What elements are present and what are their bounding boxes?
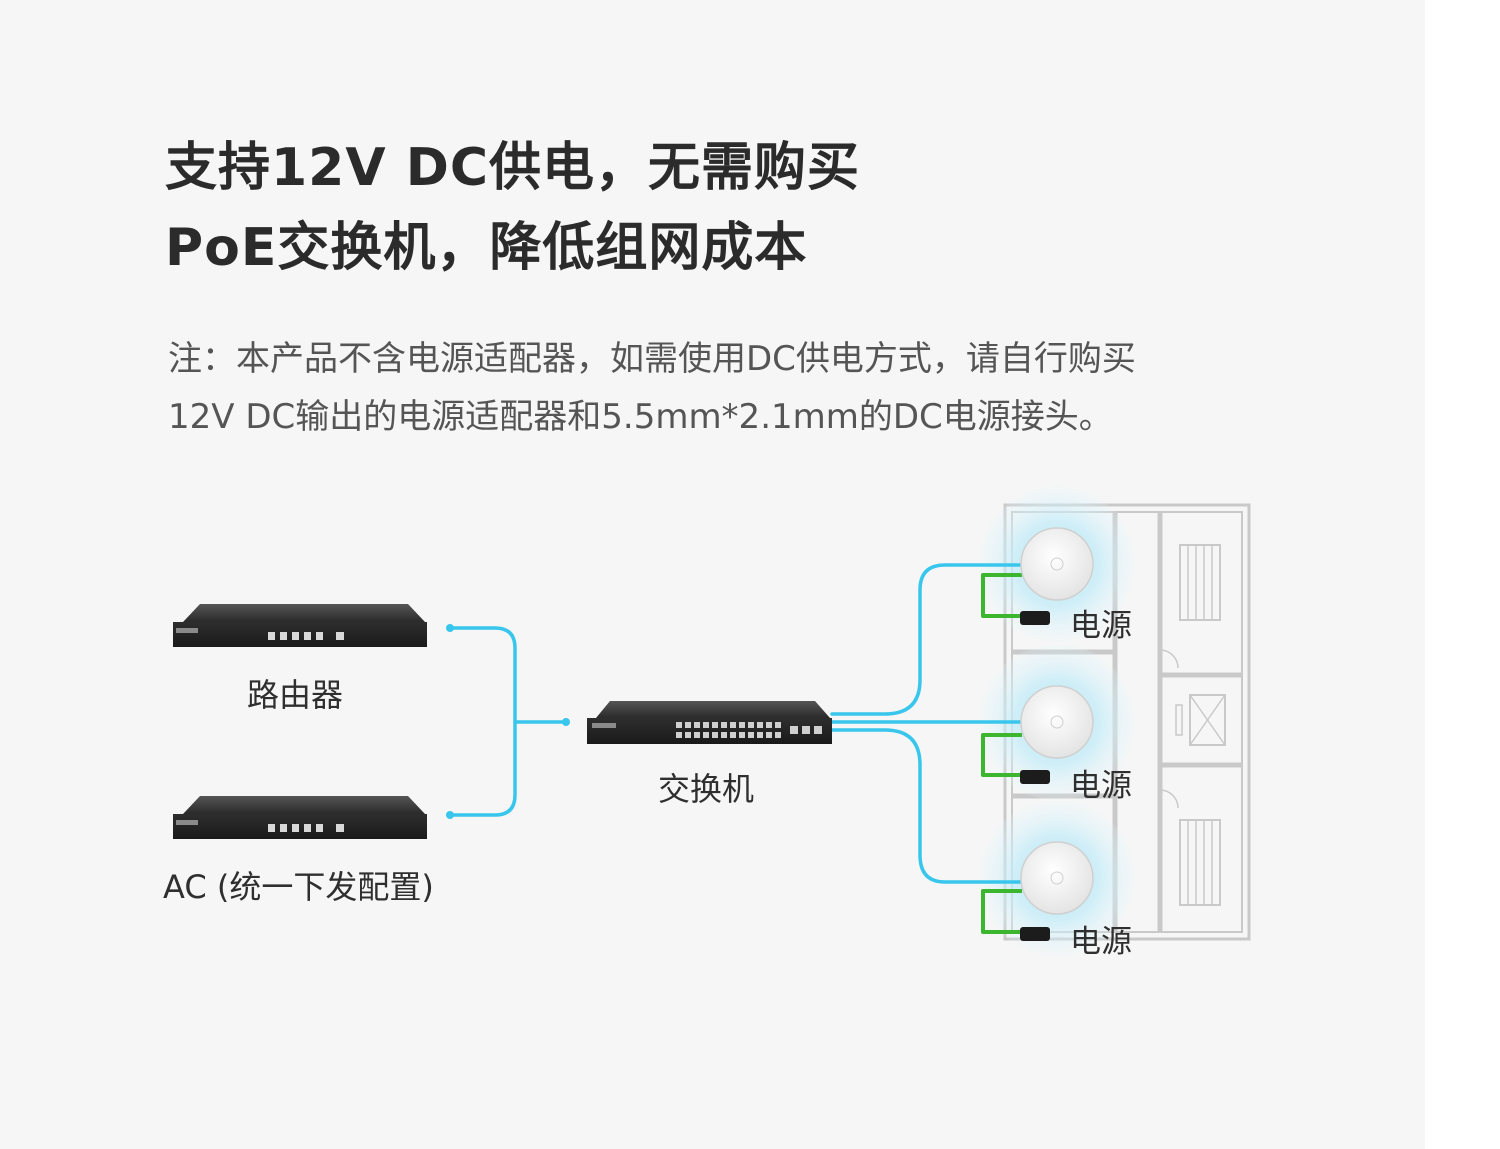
router-label: 路由器 — [247, 676, 344, 714]
power-label-1: 电源 — [1070, 608, 1132, 644]
note-line-1: 注：本产品不含电源适配器，如需使用DC供电方式，请自行购买 — [168, 339, 1136, 379]
network-cables — [446, 563, 1022, 884]
product-detail-canvas: 支持12V DC供电，无需购买 PoE交换机，降低组网成本 注：本产品不含电源适… — [163, 128, 1251, 960]
power-note: 注：本产品不含电源适配器，如需使用DC供电方式，请自行购买 12V DC输出的电… — [168, 330, 1136, 446]
power-label-2: 电源 — [1070, 768, 1132, 804]
network-topology-diagram — [173, 486, 1251, 956]
headline: 支持12V DC供电，无需购买 PoE交换机，降低组网成本 — [165, 128, 860, 288]
router-device — [173, 604, 427, 647]
power-adapters — [1020, 611, 1050, 941]
headline-line-1: 支持12V DC供电，无需购买 — [165, 138, 861, 198]
switch-device — [587, 701, 832, 744]
ac-label: AC (统一下发配置) — [163, 868, 434, 906]
switch-label: 交换机 — [658, 770, 755, 808]
headline-line-2: PoE交换机，降低组网成本 — [165, 218, 808, 278]
access-points — [1020, 527, 1094, 915]
note-line-2: 12V DC输出的电源适配器和5.5mm*2.1mm的DC电源接头。 — [168, 397, 1113, 437]
power-label-3: 电源 — [1070, 924, 1132, 960]
power-cables — [981, 573, 1022, 934]
ac-controller-device — [173, 796, 427, 839]
